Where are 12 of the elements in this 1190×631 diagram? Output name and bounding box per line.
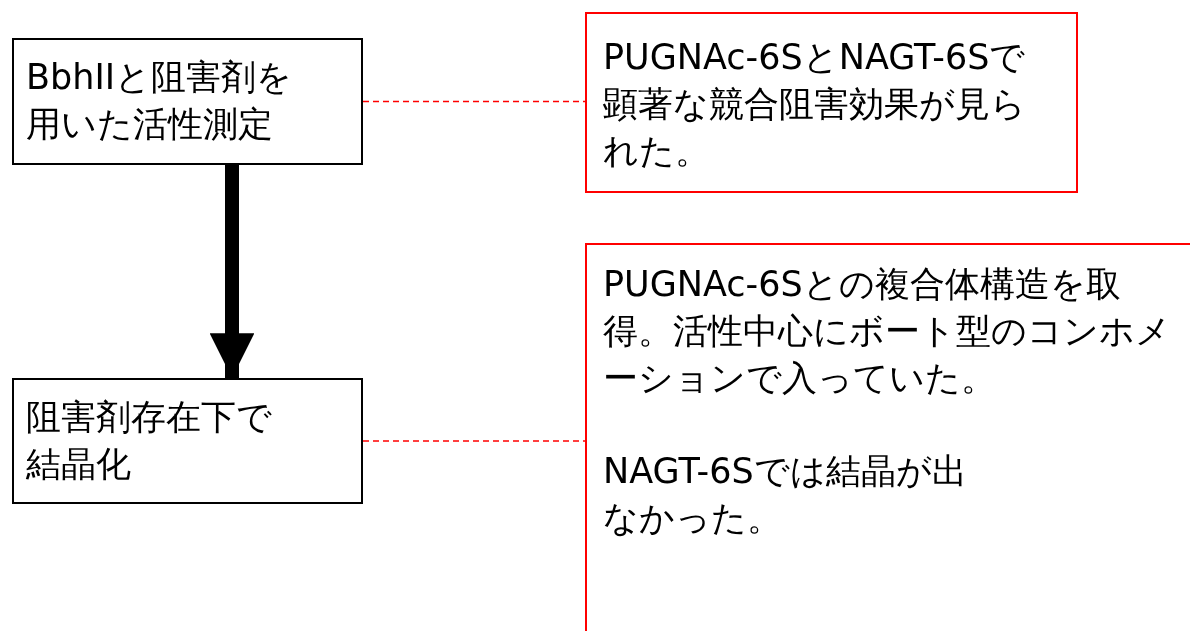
- box-text: PUGNAc-6Sとの複合体構造を取得。活性中心にボート型のコンホメーションで入っていた。: [603, 263, 1172, 400]
- box-text: NAGT-6Sでは結晶が出なかった。: [603, 450, 968, 540]
- box-text: BbhIIと阻害剤を用いた活性測定: [26, 56, 294, 146]
- connector-line: [362, 440, 586, 442]
- process-box: [12, 38, 363, 165]
- process-box: [585, 12, 1078, 193]
- box-text: 阻害剤存在下で結晶化: [26, 396, 273, 486]
- connector-line: [362, 100, 586, 103]
- box-text: PUGNAc-6SとNAGT-6Sで顕著な競合阻害効果が見られた。: [603, 36, 1027, 173]
- process-box: [12, 378, 363, 504]
- note-box: [585, 243, 1190, 631]
- arrow: [209, 165, 255, 378]
